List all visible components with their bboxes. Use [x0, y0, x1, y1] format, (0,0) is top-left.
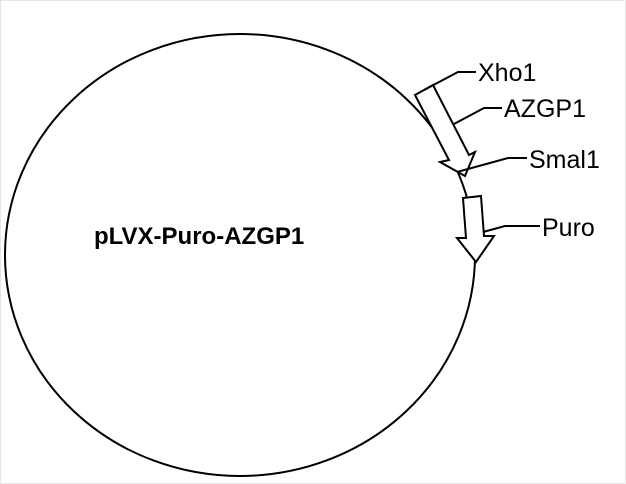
puro-feature-arrow [454, 194, 496, 264]
azgp1-feature-arrow [413, 83, 477, 178]
xho1-leader-line [423, 71, 476, 91]
azgp1-leader-line [453, 107, 502, 125]
plasmid-backbone [4, 33, 476, 477]
plasmid-name: pLVX-Puro-AZGP1 [94, 223, 304, 250]
azgp1-label: AZGP1 [504, 95, 586, 123]
smal1-label: Smal1 [529, 146, 600, 174]
smal1-leader-line [456, 157, 527, 173]
puro-leader-line [482, 225, 540, 233]
xho1-label: Xho1 [478, 59, 536, 87]
puro-label: Puro [542, 214, 595, 242]
